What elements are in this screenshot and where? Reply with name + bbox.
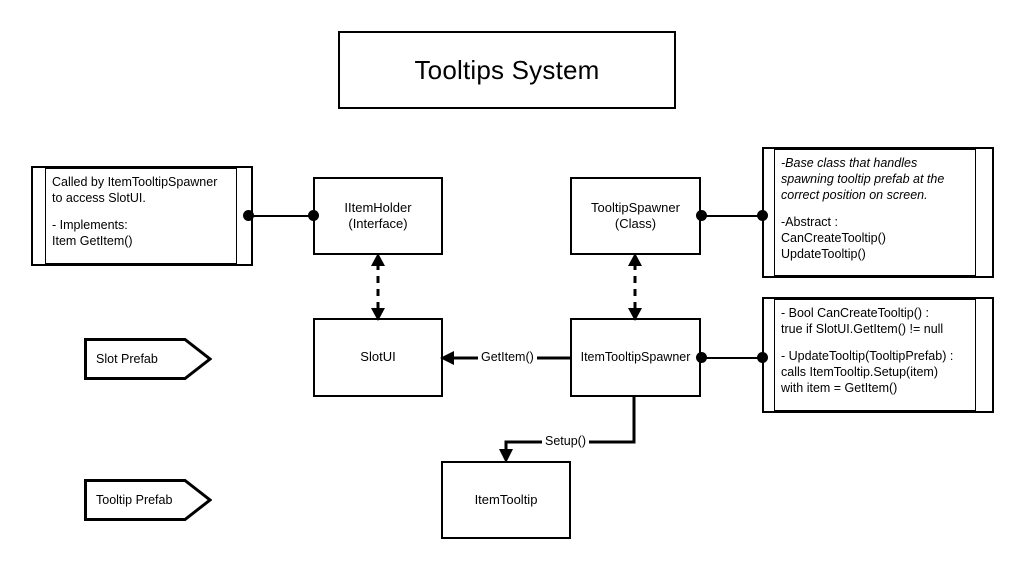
page-title-text: Tooltips System (414, 54, 600, 85)
iitemholder-note-line3: - Implements: (52, 218, 128, 232)
connector-tooltipspawner-to-note (701, 215, 762, 217)
realization-arrow-slotui-iitemholder (371, 253, 385, 321)
connector-dot-itemtooltipspawner (696, 352, 707, 363)
tooltipspawner-note-body: -Base class that handles spawning toolti… (774, 149, 976, 276)
tooltipspawner-note-line4: -Abstract : (781, 215, 838, 229)
node-itemtooltip-label: ItemTooltip (475, 492, 538, 508)
iitemholder-note-body: Called by ItemTooltipSpawner to access S… (45, 168, 237, 264)
node-iitemholder-label: IItemHolder (Interface) (344, 200, 411, 233)
iitemholder-note-line4: Item GetItem() (52, 234, 133, 248)
arrowhead-down-icon (499, 449, 513, 463)
connector-dot-iitemholder (308, 210, 319, 221)
note-spacer (781, 203, 969, 214)
legend-slot-prefab-label: Slot Prefab (96, 352, 158, 366)
connector-dot-note-right-bottom (757, 352, 768, 363)
node-iitemholder-line1: IItemHolder (344, 199, 412, 215)
iitemholder-note-line2: to access SlotUI. (52, 191, 146, 205)
node-tooltipspawner-label: TooltipSpawner (Class) (591, 200, 680, 233)
node-iitemholder-line2: (Interface) (348, 216, 408, 231)
legend-slot-prefab: Slot Prefab (84, 338, 212, 380)
node-slotui-label: SlotUI (360, 349, 395, 365)
arrowhead-left-icon (440, 351, 454, 365)
arrowhead-up-icon (628, 253, 642, 266)
itemtooltipspawner-note-line5: with item = GetItem() (781, 381, 898, 395)
itemtooltipspawner-note-line3: - UpdateTooltip(TooltipPrefab) : (781, 349, 954, 363)
pentagon-shape-icon (84, 479, 212, 521)
page-title: Tooltips System (338, 31, 676, 109)
legend-tooltip-prefab-label: Tooltip Prefab (96, 493, 173, 507)
pentagon-shape-icon (84, 338, 212, 380)
node-itemtooltip-line1: ItemTooltip (474, 491, 538, 507)
itemtooltipspawner-note-line4: calls ItemTooltip.Setup(item) (781, 365, 939, 379)
arrowhead-down-icon (628, 308, 642, 321)
arrowhead-up-icon (371, 253, 385, 266)
connector-dot-note-left (243, 210, 254, 221)
node-itemtooltipspawner[interactable]: ItemTooltipSpawner (570, 318, 701, 397)
iitemholder-note-line1: Called by ItemTooltipSpawner (52, 175, 218, 189)
tooltipspawner-note: -Base class that handles spawning toolti… (762, 147, 994, 278)
node-tooltipspawner-line1: TooltipSpawner (591, 199, 680, 215)
edge-label-setup: Setup() (542, 434, 589, 448)
connector-dot-tooltipspawner (696, 210, 707, 221)
itemtooltipspawner-note: - Bool CanCreateTooltip() : true if Slot… (762, 297, 994, 413)
node-tooltipspawner-line2: (Class) (614, 216, 657, 231)
tooltipspawner-note-line3: correct position on screen. (781, 188, 928, 202)
connector-itemtooltipspawner-to-note (701, 357, 762, 359)
node-slotui[interactable]: SlotUI (313, 318, 443, 397)
connector-note-to-iitemholder (253, 215, 313, 217)
tooltipspawner-note-line1: -Base class that handles (781, 156, 918, 170)
node-tooltipspawner[interactable]: TooltipSpawner (Class) (570, 177, 701, 255)
node-iitemholder[interactable]: IItemHolder (Interface) (313, 177, 443, 255)
tooltipspawner-note-line5: CanCreateTooltip() (781, 231, 886, 245)
node-itemtooltipspawner-label: ItemTooltipSpawner (581, 350, 691, 366)
note-spacer (52, 206, 230, 217)
node-slotui-line1: SlotUI (360, 349, 396, 365)
itemtooltipspawner-note-line2: true if SlotUI.GetItem() != null (781, 322, 944, 336)
edge-label-getitem: GetItem() (478, 350, 537, 364)
connector-dot-note-right-top (757, 210, 768, 221)
iitemholder-note: Called by ItemTooltipSpawner to access S… (31, 166, 253, 266)
itemtooltipspawner-note-body: - Bool CanCreateTooltip() : true if Slot… (774, 299, 976, 411)
inheritance-arrow-itemtooltipspawner-tooltipspawner (628, 253, 642, 321)
tooltipspawner-note-line6: UpdateTooltip() (781, 247, 866, 261)
node-itemtooltipspawner-line1: ItemTooltipSpawner (580, 349, 691, 364)
arrowhead-down-icon (371, 308, 385, 321)
tooltipspawner-note-line2: spawning tooltip prefab at the (781, 172, 945, 186)
call-arrow-setup (499, 397, 636, 463)
note-spacer (781, 337, 969, 348)
itemtooltipspawner-note-line1: - Bool CanCreateTooltip() : (781, 306, 929, 320)
legend-tooltip-prefab: Tooltip Prefab (84, 479, 212, 521)
node-itemtooltip[interactable]: ItemTooltip (441, 461, 571, 539)
